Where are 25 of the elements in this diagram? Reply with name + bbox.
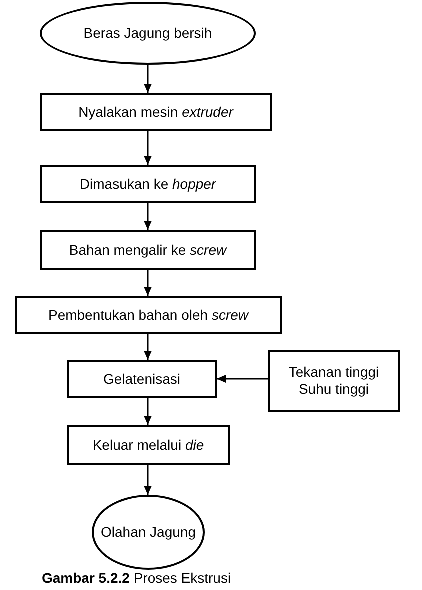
arrow — [144, 65, 152, 93]
node-text: Pembentukan bahan oleh screw — [47, 306, 250, 324]
node-text: Dimasukan ke hopper — [78, 176, 218, 192]
node-text: Tekanan tinggi Suhu tinggi — [288, 364, 380, 398]
process-box — [67, 425, 230, 465]
arrow — [144, 334, 152, 360]
node-text: Bahan mengalir ke screw — [68, 242, 228, 258]
figure-caption: Gambar 5.2.2 Proses Ekstrusi — [42, 570, 232, 586]
process-box — [15, 296, 282, 334]
node-text: Nyalakan mesin extruder — [78, 104, 235, 120]
arrow — [144, 270, 152, 296]
process-box — [40, 165, 256, 203]
process-box — [67, 360, 217, 398]
node-text: Beras Jagung bersih — [82, 25, 214, 42]
process-box — [40, 93, 272, 131]
arrow — [144, 465, 152, 495]
arrow — [144, 203, 152, 230]
node-text: Olahan Jagung — [100, 524, 197, 541]
arrow — [144, 398, 152, 425]
node-text: Gelatenisasi — [102, 370, 182, 388]
node-text: Keluar melalui die — [92, 436, 206, 454]
process-box — [268, 350, 400, 412]
process-box — [40, 230, 256, 270]
arrow — [217, 375, 268, 383]
arrow — [144, 131, 152, 165]
